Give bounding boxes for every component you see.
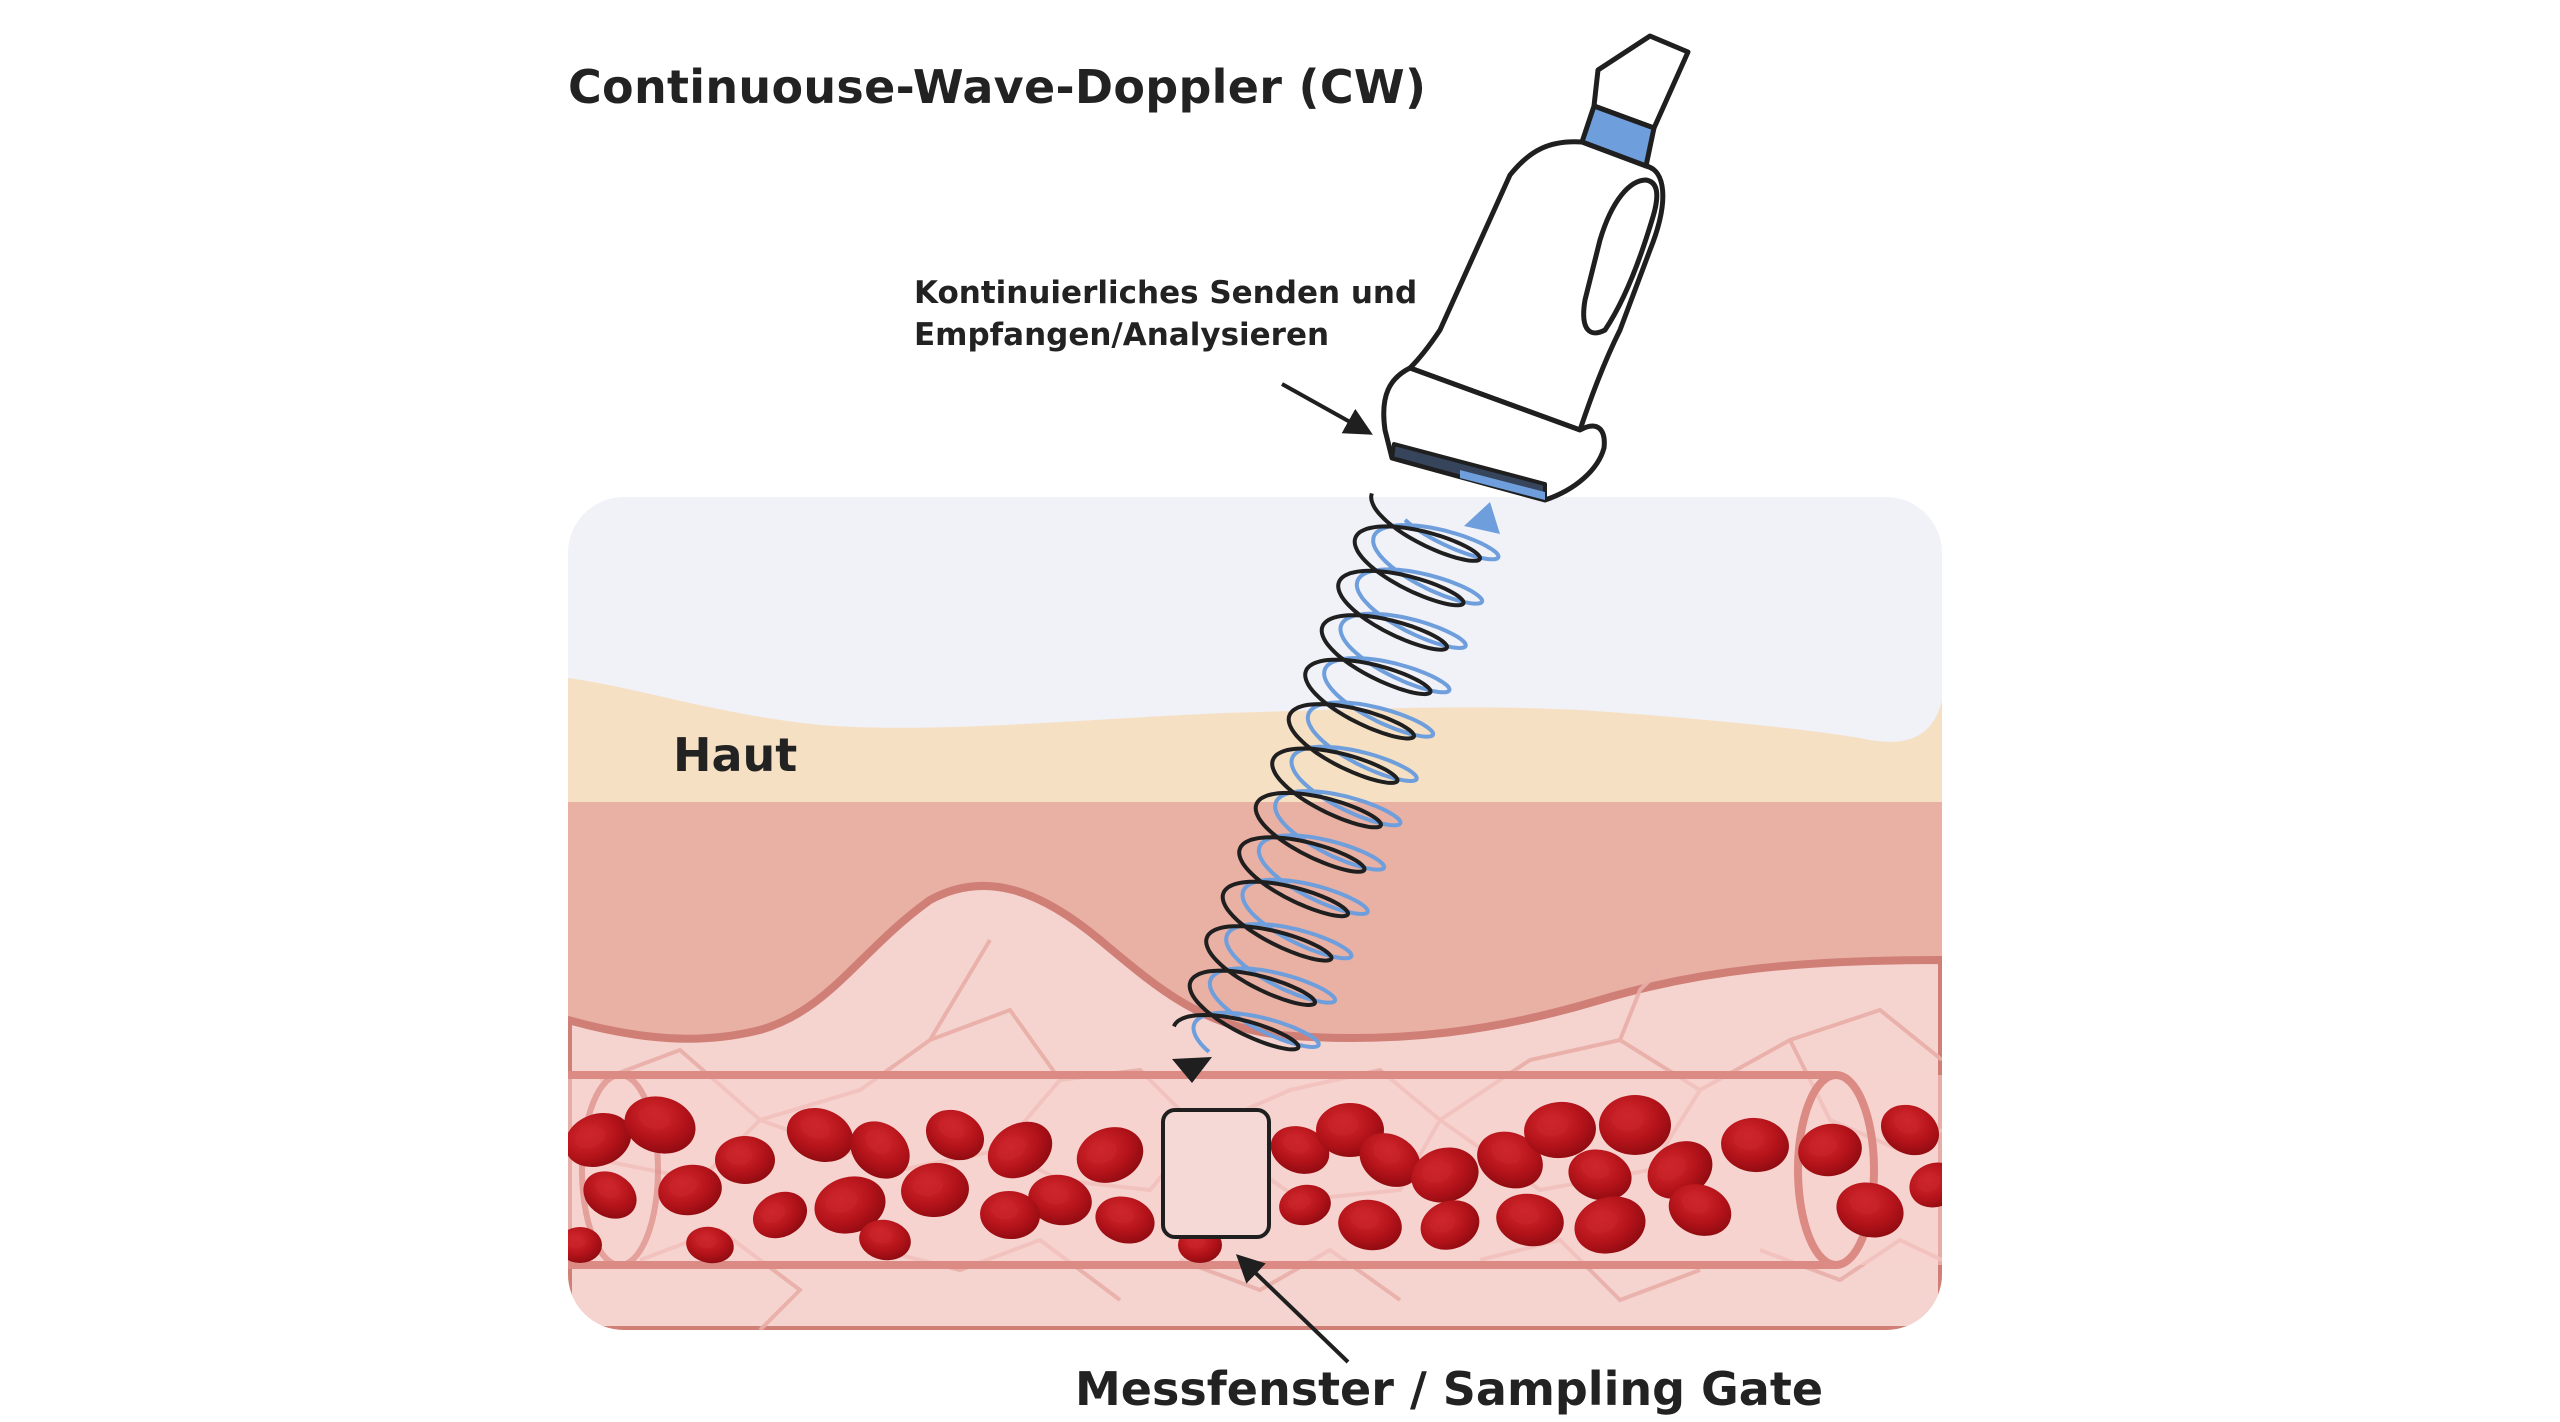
probe-cable (1591, 33, 1691, 131)
probe-face-accent (1460, 470, 1545, 500)
probe-note-line1: Kontinuierliches Senden und (914, 275, 1418, 311)
blood-cell-highlight (800, 1116, 831, 1139)
transmit-arrowhead (1172, 1057, 1212, 1083)
blood-cell-highlight (1681, 1192, 1710, 1214)
blood-cell-highlight (638, 1106, 671, 1130)
blood-cell-highlight (938, 1117, 965, 1139)
blood-cell-highlight (725, 1145, 753, 1165)
blood-cell-highlight (1327, 1113, 1359, 1136)
blood-cell-highlight (1893, 1112, 1920, 1134)
blood-cell-highlight (1421, 1160, 1453, 1183)
blood-cell-highlight (1733, 1128, 1764, 1150)
blood-cell-highlight (1849, 1191, 1880, 1215)
blood-cell-highlight (1585, 1209, 1618, 1234)
probe-note-pointer (1281, 382, 1373, 435)
ultrasound-probe (1381, 33, 1691, 503)
blood-cell-highlight (997, 1137, 1026, 1161)
blood-cell-highlight (825, 1189, 858, 1214)
blood-cell-highlight (1580, 1158, 1610, 1179)
transmit-wave (1172, 492, 1483, 1052)
blood-cell-highlight (595, 1178, 620, 1199)
echo-arrowhead (1464, 502, 1500, 534)
sampling-gate-pointer (1235, 1254, 1350, 1364)
probe-note-line2: Empfangen/Analysieren (914, 317, 1330, 353)
blood-cell-highlight (575, 1126, 605, 1149)
sampling-gate-box (1161, 1108, 1271, 1239)
blood-cell-highlight (1373, 1141, 1401, 1164)
blood-cells (568, 1095, 1942, 1264)
blood-cell-highlight (865, 1129, 892, 1155)
probe-body (1407, 139, 1666, 433)
blood-cell-highlight (1282, 1133, 1310, 1154)
blood-cell-highlight (1107, 1204, 1134, 1224)
blood-cell-highlight (990, 1200, 1018, 1220)
blood-cell-highlight (1536, 1113, 1569, 1137)
probe-note: Kontinuierliches Senden und Empfangen/An… (914, 272, 1474, 356)
blood-cell-highlight (568, 1234, 586, 1249)
blood-cell-highlight (1040, 1183, 1069, 1205)
blood-cell-highlight (912, 1174, 944, 1197)
blood-cell-highlight (1086, 1140, 1117, 1164)
blood-cell-highlight (1509, 1203, 1540, 1225)
blood-cell-highlight (695, 1233, 717, 1248)
diagram-title: Continuouse-Wave-Doppler (CW) (568, 60, 1427, 114)
blood-cell-highlight (1429, 1212, 1456, 1233)
skin-label: Haut (673, 728, 798, 782)
blood-cell-highlight (1808, 1135, 1838, 1157)
sampling-gate-label: Messfenster / Sampling Gate (1075, 1362, 1824, 1416)
doppler-waves (1172, 492, 1501, 1083)
blood-cell-highlight (1611, 1107, 1645, 1131)
echo-wave (1191, 518, 1501, 1054)
blood-cell-highlight (1917, 1173, 1941, 1192)
blood-cell-highlight (1287, 1193, 1311, 1211)
blood-cell-highlight (761, 1203, 786, 1223)
blood-cell-highlight (1657, 1156, 1686, 1181)
blood-cell-highlight (1350, 1208, 1379, 1230)
blood-cell-highlight (668, 1176, 698, 1197)
blood-cell-highlight (868, 1227, 893, 1244)
probe-grip (1581, 177, 1660, 336)
blood-cell-highlight (1491, 1140, 1521, 1164)
